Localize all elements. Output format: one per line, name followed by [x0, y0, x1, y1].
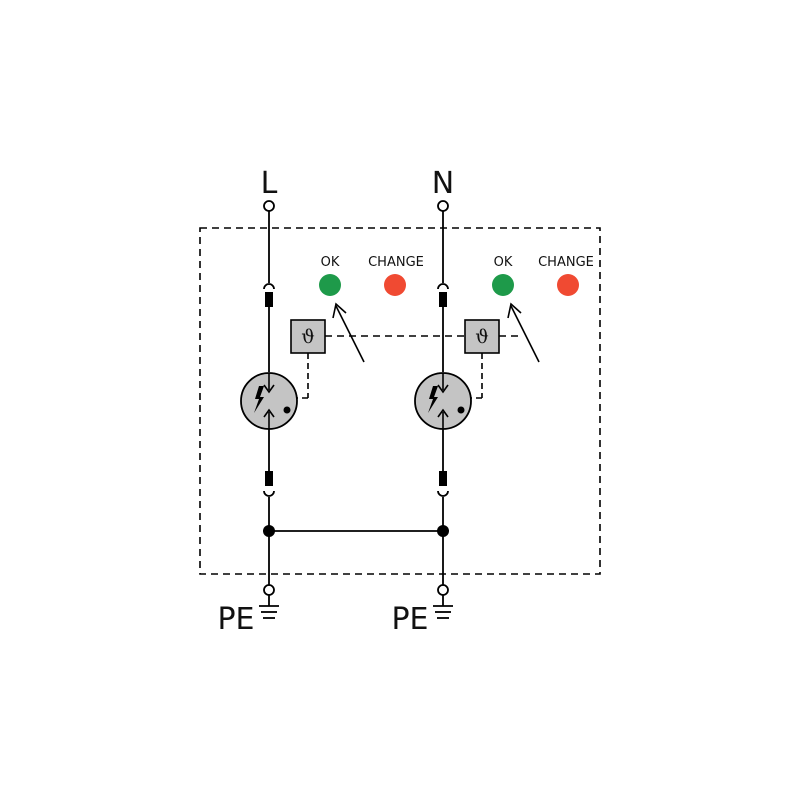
ground-icon	[259, 605, 279, 619]
branch-n: N PE	[391, 166, 472, 637]
fuse-n-top	[439, 292, 447, 307]
fuse-n-bottom	[439, 471, 447, 486]
led-change-left	[384, 274, 406, 296]
thermal-coupling: ϑ ϑ	[290, 319, 518, 399]
branch-l: L PE	[217, 166, 298, 637]
terminal-l	[263, 200, 275, 212]
label-change-left: CHANGE	[368, 255, 424, 270]
lightning-icon	[428, 386, 438, 413]
terminal-pe-right	[437, 584, 449, 596]
indicator-group-right: OK CHANGE	[492, 255, 594, 363]
terminal-label-l: L	[261, 166, 278, 201]
label-change-right: CHANGE	[538, 255, 594, 270]
fuse-l-bottom	[265, 471, 273, 486]
terminal-n	[437, 200, 449, 212]
terminal-label-pe-left: PE	[217, 602, 254, 637]
disconnector-l-bottom	[263, 490, 275, 497]
disconnector-l-top	[263, 283, 275, 290]
label-ok-right: OK	[494, 255, 513, 270]
surge-arrester-n	[414, 372, 472, 430]
led-ok-right	[492, 274, 514, 296]
disconnector-n-bottom	[437, 490, 449, 497]
thermal-symbol-left: ϑ	[301, 326, 315, 348]
label-ok-left: OK	[321, 255, 340, 270]
indicator-group-left: OK CHANGE	[319, 255, 424, 363]
lightning-icon	[254, 386, 264, 413]
terminal-label-pe-right: PE	[391, 602, 428, 637]
thermal-symbol-right: ϑ	[475, 326, 489, 348]
indicator-arrow-right	[510, 305, 540, 363]
terminal-label-n: N	[432, 166, 454, 201]
terminal-pe-left	[263, 584, 275, 596]
led-ok-left	[319, 274, 341, 296]
ground-icon	[433, 605, 453, 619]
disconnector-n-top	[437, 283, 449, 290]
indicator-arrow-left	[335, 305, 365, 363]
led-change-right	[557, 274, 579, 296]
fuse-l-top	[265, 292, 273, 307]
surge-arrester-l	[240, 372, 298, 430]
thermal-box-right	[464, 319, 500, 354]
